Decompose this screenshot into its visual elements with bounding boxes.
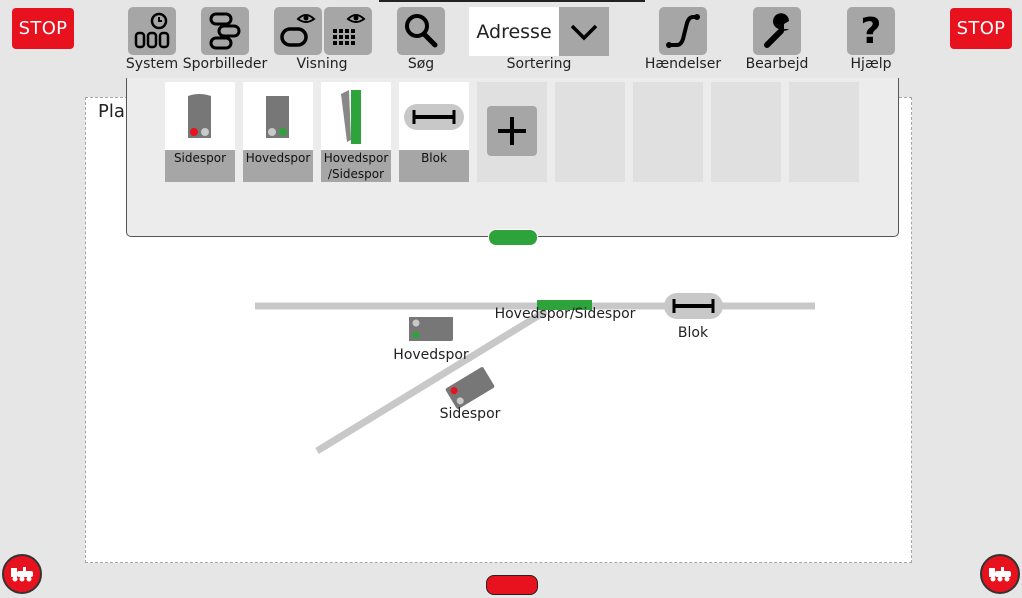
- signal-main-label: Hovedspor: [393, 347, 469, 363]
- edit-button[interactable]: [753, 7, 801, 55]
- search-button[interactable]: [397, 7, 445, 55]
- system-button[interactable]: [128, 7, 176, 55]
- sort-label: Sortering: [506, 56, 572, 72]
- signal-red-icon: [188, 94, 211, 138]
- locomotive-icon: [989, 567, 1011, 582]
- block-icon: [664, 293, 723, 319]
- sporbilleder-label: Sporbilleder: [182, 56, 268, 72]
- signal-side-label: Sidespor: [439, 406, 501, 422]
- events-button[interactable]: [659, 7, 707, 55]
- question-mark-icon: ?: [860, 10, 882, 52]
- palette-add-button[interactable]: [477, 82, 547, 182]
- visning-label: Visning: [296, 56, 348, 72]
- signal-main-icon: [409, 317, 453, 341]
- plus-icon: [487, 106, 537, 156]
- switch-icon: [341, 90, 361, 144]
- palette-tile-label: Sidespor: [165, 150, 235, 182]
- switch-label: Hovedspor/Sidespor: [494, 306, 636, 322]
- search-icon: [405, 14, 438, 48]
- track-layouts-icon: [209, 12, 241, 50]
- events-label: Hændelser: [644, 56, 722, 72]
- system-label: System: [125, 56, 179, 72]
- help-label: Hjælp: [850, 56, 892, 72]
- palette-empty-slot: [555, 82, 625, 182]
- chevron-down-icon[interactable]: [559, 7, 609, 56]
- palette-empty-slot: [633, 82, 703, 182]
- locomotive-button-right[interactable]: [980, 554, 1020, 594]
- palette-tile-label: Blok: [399, 150, 469, 182]
- layout-title: Pla: [98, 101, 125, 122]
- search-label: Søg: [407, 56, 435, 72]
- palette-tile-blok[interactable]: Blok: [399, 82, 469, 182]
- locomotive-button-left[interactable]: [2, 554, 42, 594]
- palette-tile-hovedspor[interactable]: Hovedspor: [243, 82, 313, 182]
- locomotive-icon: [11, 567, 33, 582]
- sort-dropdown[interactable]: Adresse: [469, 7, 609, 56]
- signal-green-icon: [266, 96, 289, 138]
- side-track: [315, 308, 548, 454]
- bottom-panel-handle[interactable]: [486, 575, 538, 595]
- palette-empty-slot: [789, 82, 859, 182]
- palette-tile-label: Hovedspor: [243, 150, 313, 182]
- visning-keyboard-button[interactable]: [324, 7, 372, 55]
- signal-side-icon: [445, 367, 495, 409]
- switch-green-bar: [537, 300, 592, 310]
- sort-value[interactable]: Adresse: [469, 7, 559, 56]
- block-label: Blok: [677, 325, 709, 341]
- palette-tile-hovedspor-sidespor[interactable]: Hovedspor /Sidespor: [321, 82, 391, 182]
- system-icon: [134, 12, 170, 49]
- edit-label: Bearbejd: [745, 56, 809, 72]
- palette-tile-label: Hovedspor /Sidespor: [321, 150, 391, 182]
- element-palette: Sidespor Hovedspor Hovedspor /Sidespor B…: [126, 78, 899, 237]
- view-keyboard-icon: [333, 14, 366, 45]
- visning-track-button[interactable]: [274, 7, 322, 55]
- events-icon: [666, 14, 700, 48]
- help-button[interactable]: ?: [847, 7, 895, 55]
- palette-collapse-handle[interactable]: [488, 229, 538, 246]
- block-icon: [404, 104, 464, 130]
- palette-empty-slot: [711, 82, 781, 182]
- palette-tile-sidespor[interactable]: Sidespor: [165, 82, 235, 182]
- sporbilleder-button[interactable]: [201, 7, 249, 55]
- view-track-icon: [280, 14, 316, 47]
- wrench-icon: [764, 13, 789, 48]
- search-divider: [379, 0, 645, 2]
- stop-button-right[interactable]: STOP: [950, 8, 1012, 49]
- stop-button-left[interactable]: STOP: [12, 8, 74, 49]
